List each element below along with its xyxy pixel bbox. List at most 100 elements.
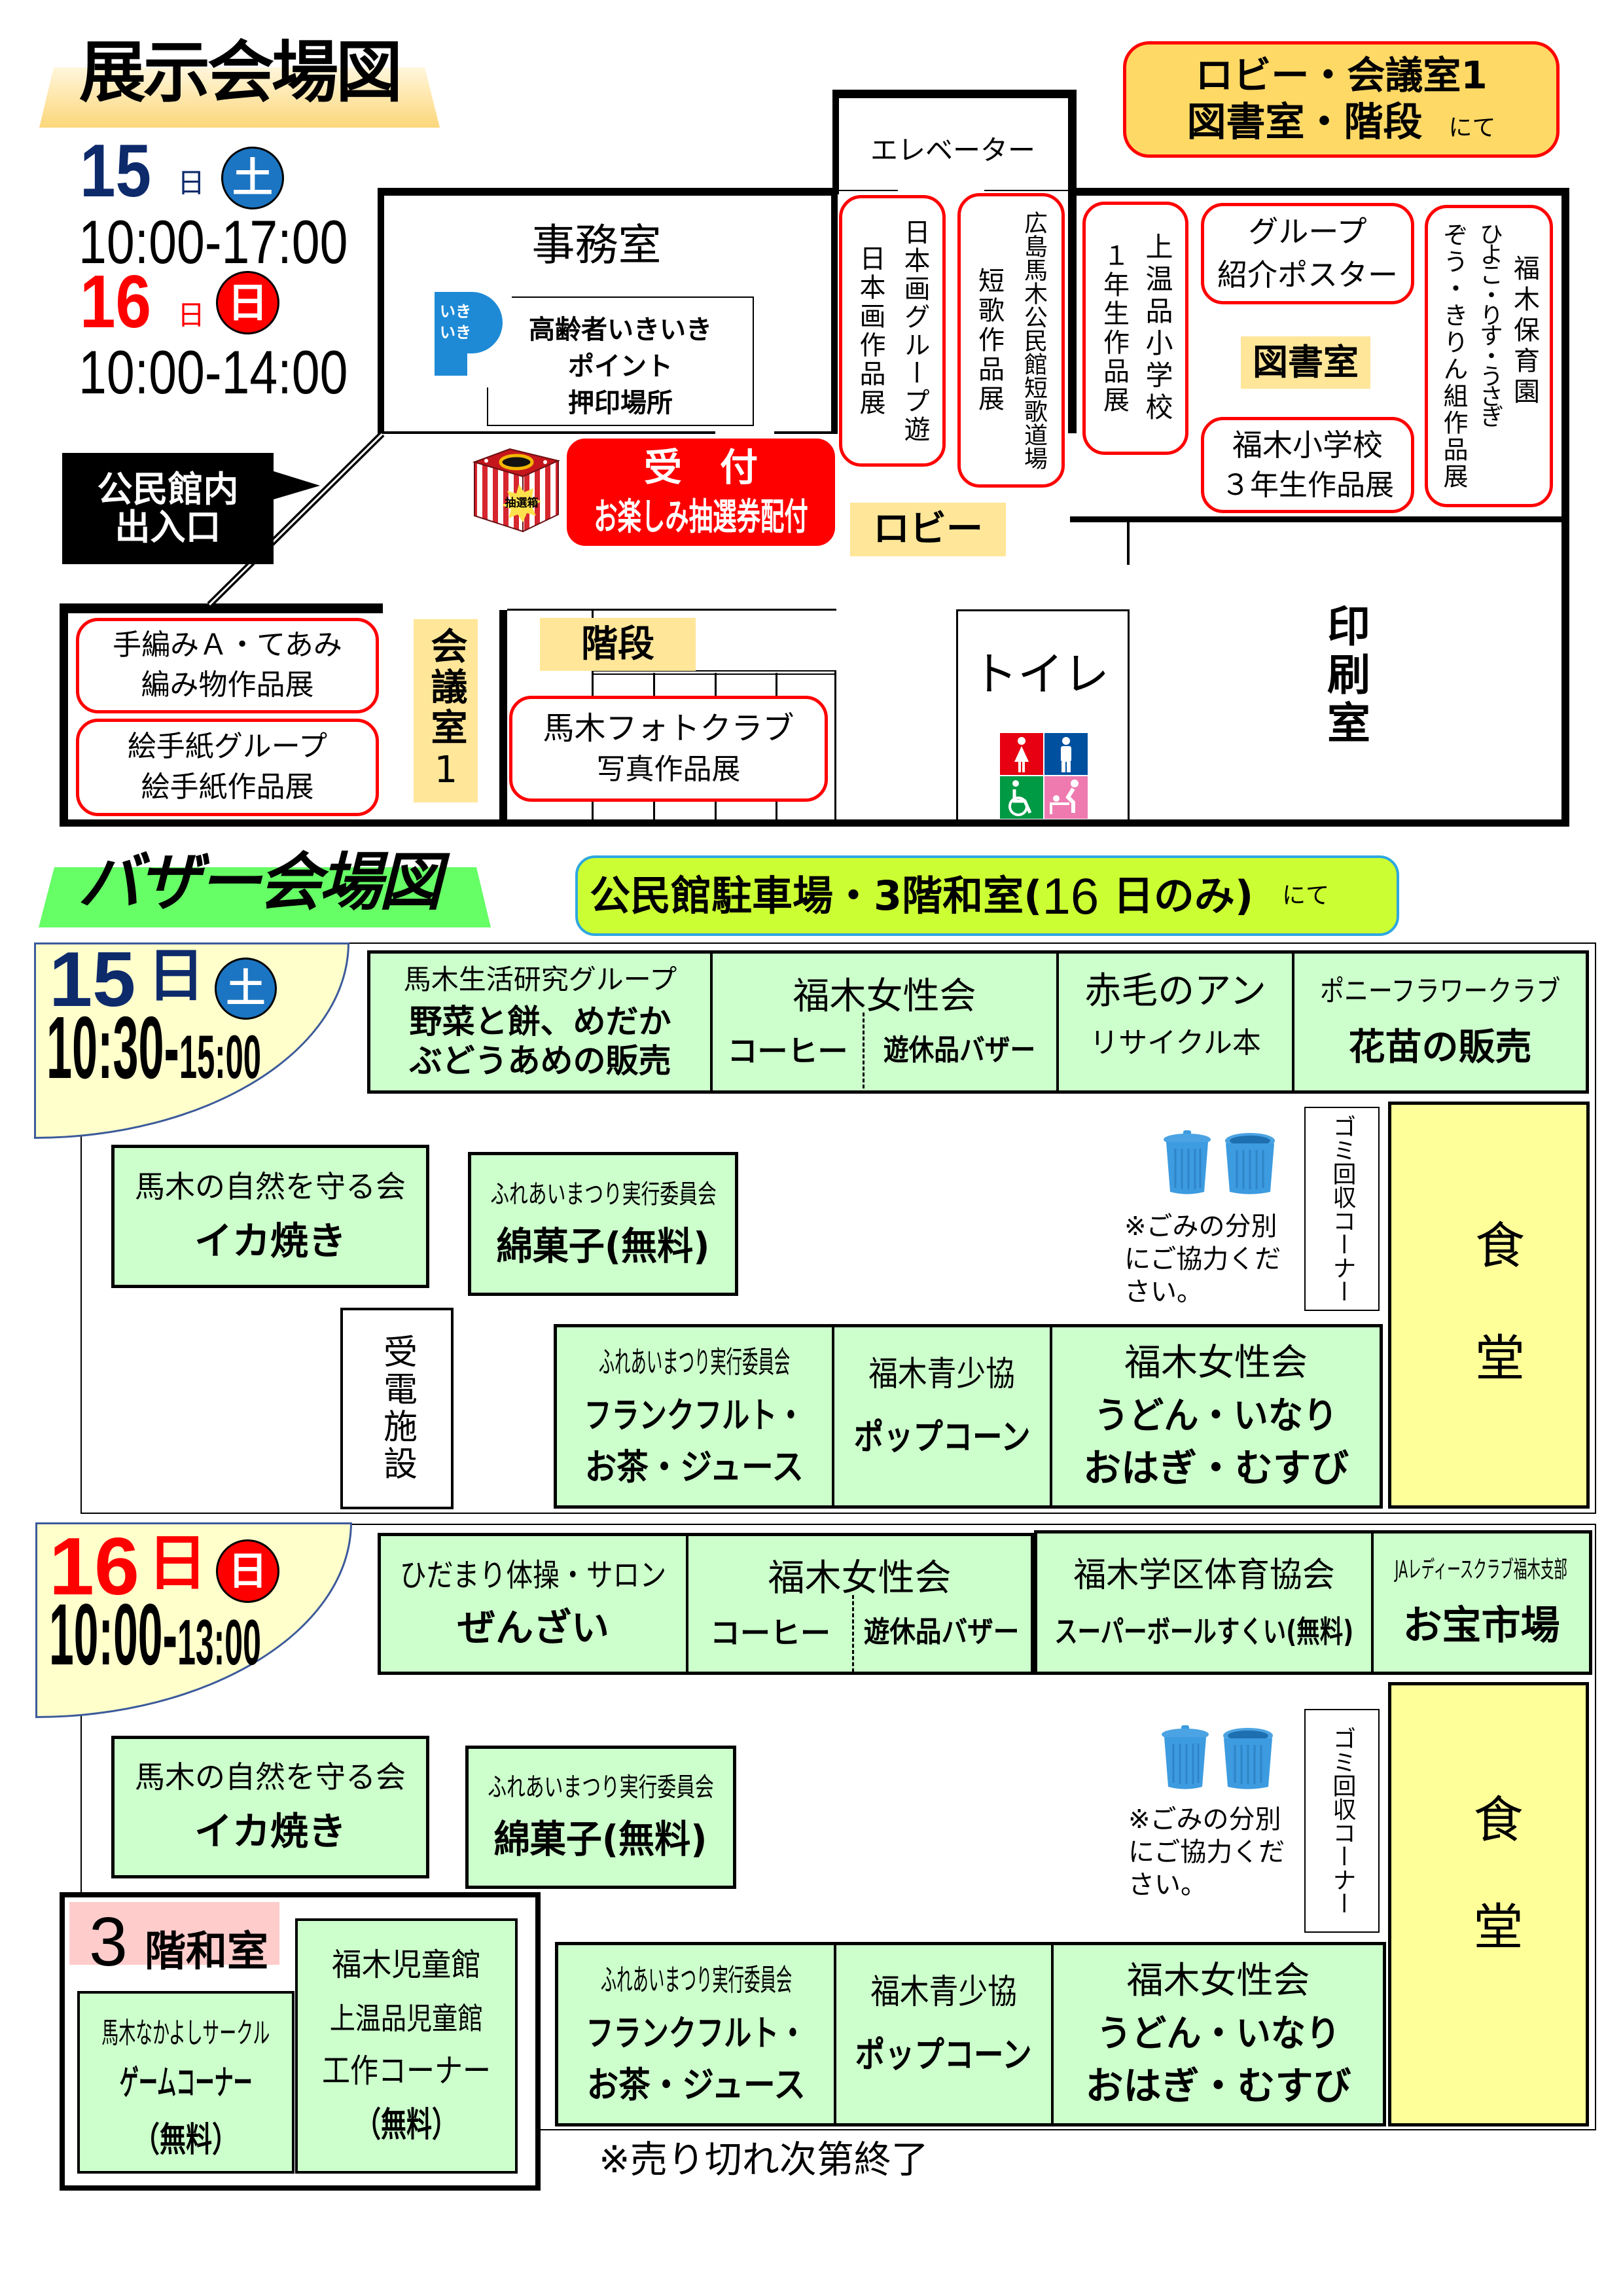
entrance-line2: 出入口: [115, 507, 221, 548]
elevator-left-wall: [832, 90, 839, 194]
day15-area-frame: [80, 942, 1596, 1514]
booth-organizer: ふれあいまつり実行委員会: [490, 1179, 717, 1210]
stall-booth: ふれあいまつり実行委員会 フランクフルト・ お茶・ジュース: [558, 1945, 834, 2123]
elevator-right-wall: [1068, 90, 1077, 433]
stall-booth: ポニーフラワークラブ 花苗の販売: [1292, 954, 1586, 1090]
trash-can-icon: [1164, 1130, 1275, 1194]
booth-item: 工作コーナー: [322, 2051, 491, 2090]
stair-landing-line: [592, 673, 836, 675]
day16-hours: 10:00-13:00: [49, 1592, 261, 1679]
exhibit-kamisaijina-school: 上温品小学校 １年生作品展: [1082, 202, 1188, 455]
booth-item: お茶・ジュース: [586, 2064, 806, 2106]
stall-booth: 馬木生活研究グループ 野菜と餅、めだか ぶどうあめの販売: [370, 954, 710, 1090]
stall-booth: 赤毛のアン リサイクル本: [1056, 954, 1292, 1090]
booth-organizer: ポニーフラワークラブ: [1319, 975, 1561, 1008]
sold-out-footnote: ※売り切れ次第終了: [599, 2138, 929, 2181]
booth-item: 遊休品バザー: [863, 1615, 1020, 1649]
meeting-room-name: 会議室: [425, 626, 467, 749]
exhibit-line: 絵手紙グループ: [127, 730, 328, 764]
day-16-number: 16: [80, 260, 152, 344]
power-facility: 受電施設: [340, 1308, 454, 1509]
note-line: にご協力くだ: [1128, 1837, 1285, 1867]
booth-organizer: 馬木の自然を守る会: [135, 1168, 406, 1204]
sunday-badge: 日: [216, 271, 279, 334]
stall-booth: ふれあいまつり実行委員会 綿菓子(無料): [465, 1746, 736, 1889]
hours-end: 15:00: [179, 1022, 261, 1091]
exhibit-text: 広島馬木公民館短歌道場 短歌作品展: [967, 211, 1056, 470]
bazaar-location-note: 公民館駐車場・3階和室(16 日のみ)にて: [575, 855, 1399, 936]
stall-booth: ふれあいまつり実行委員会 フランクフルト・ お茶・ジュース: [557, 1327, 832, 1505]
venue-note-line2-wrap: 図書室・階段にて: [1186, 99, 1495, 145]
booth-item: イカ焼き: [194, 1809, 346, 1854]
day-unit: 日: [177, 167, 205, 199]
toilet-label: トイレ: [972, 647, 1109, 701]
office-bottom-wall: [774, 431, 836, 434]
booth-item: うどん・いなり: [1094, 1395, 1338, 1438]
food-hall-char: 堂: [1473, 1898, 1524, 1956]
stair-landing-line: [592, 670, 836, 672]
hours-end: 13:00: [177, 1606, 261, 1678]
exhibit-line: 福木小学校: [1232, 427, 1383, 463]
stall-booth: 馬木の自然を守る会 イカ焼き: [111, 1145, 429, 1288]
booth-item: おはぎ・むすび: [1085, 2064, 1351, 2109]
meeting-room-label: 会議室1: [414, 619, 478, 802]
booth-item: ゲームコーナー: [119, 2064, 253, 2103]
booth-item: 綿菓子(無料): [496, 1223, 710, 1268]
ikiiki-point-box: 高齢者いきいき ポイント 押印場所: [487, 296, 754, 426]
print-room-label: 印刷室: [1320, 603, 1370, 749]
library-bottom-wall: [1070, 516, 1567, 522]
exhibit-line: グループ: [1248, 213, 1367, 249]
exhibit-line: 編み物作品展: [141, 668, 314, 702]
day15-top-row: 馬木生活研究グループ 野菜と餅、めだか ぶどうあめの販売 福木女性会 コーヒー …: [367, 950, 1589, 1094]
ikiiki-point-p-icon: いき いき: [435, 292, 503, 376]
saturday-badge: 土: [215, 958, 277, 1020]
stall-booth: 福木学区体育協会 スーパーボールすくい(無料): [1037, 1534, 1371, 1672]
booth-item: スーパーボールすくい(無料): [1054, 1613, 1354, 1649]
exhibit-line: 日本画グループ遊: [899, 218, 930, 444]
booth-organizer: 福木児童館: [331, 1946, 481, 1983]
bazaar-title: バザー会場図: [78, 846, 442, 919]
female-toilet-icon: [1000, 733, 1043, 775]
day15-bottom-row: ふれあいまつり実行委員会 フランクフルト・ お茶・ジュース 福木青少協 ポップコ…: [554, 1324, 1383, 1509]
stall-booth: ふれあいまつり実行委員会 綿菓子(無料): [468, 1152, 738, 1296]
exhibit-nihonga: 日本画グループ遊 日本画作品展: [839, 195, 946, 467]
baby-changing-icon: [1044, 776, 1088, 819]
venue-note-line2: 図書室・階段: [1186, 99, 1423, 145]
trash-corner-label: ゴミ回収コーナー: [1329, 1727, 1356, 1915]
booth-organizer: JAレディースクラブ福木支部: [1395, 1556, 1568, 1583]
booth-price: （無料）: [133, 2121, 239, 2161]
exhibit-line: 馬木フォトクラブ: [543, 709, 794, 747]
stall-booth: 馬木なかよしサークル ゲームコーナー （無料）: [77, 1991, 294, 2174]
entrance-line1: 公民館内: [97, 469, 239, 511]
venue-note-line1: ロビー・会議室1: [1195, 53, 1488, 98]
exhibit-text: 日本画グループ遊 日本画作品展: [848, 219, 937, 444]
west-wall: [60, 603, 68, 827]
note-line: ※ごみの分別: [1128, 1804, 1281, 1835]
booth-organizer: ひだまり体操・サロン: [400, 1556, 667, 1594]
booth-split-items: コーヒー 遊休品バザー: [713, 1033, 1056, 1069]
booth-item: ぶどうあめの販売: [409, 1041, 671, 1080]
food-hall-char: 食: [1473, 1791, 1524, 1849]
trash-corner-label: ゴミ回収コーナー: [1329, 1115, 1356, 1303]
lobby-partition: [1127, 521, 1130, 565]
day16-area-frame: [80, 1524, 1596, 2130]
exhibit-line: １年生作品展: [1099, 242, 1129, 415]
day15-unit: 日: [147, 942, 205, 1009]
booth-organizer: 福木青少協: [870, 1973, 1017, 2013]
exhibit-tanka: 広島馬木公民館短歌道場 短歌作品展: [957, 193, 1065, 488]
office-top-wall: [378, 188, 838, 196]
booth-organizer: 馬木なかよしサークル: [101, 2017, 270, 2051]
exhibit-knitting: 手編みＡ・てあみ 編み物作品展: [76, 618, 379, 713]
exhibit-line: ３年生作品展: [1221, 468, 1394, 502]
exhibit-line: ひよこ・りす・うさぎ: [1476, 222, 1503, 425]
stall-booth: ひだまり体操・サロン ぜんざい: [381, 1536, 686, 1672]
accessible-toilet-icon: [1000, 776, 1043, 819]
food-hall-char: 堂: [1475, 1329, 1525, 1388]
stall-booth: 福木女性会 うどん・いなり おはぎ・むすび: [1050, 1327, 1380, 1505]
booth-organizer: ふれあいまつり実行委員会: [488, 1772, 714, 1803]
location-highlight: 16: [1042, 867, 1099, 925]
trash-sorting-note: ※ごみの分別 にご協力くだ さい。: [1128, 1803, 1285, 1901]
exhibit-line: 福木保育園: [1509, 255, 1539, 408]
stall-booth: 福木女性会 コーヒー 遊休品バザー: [710, 954, 1056, 1090]
